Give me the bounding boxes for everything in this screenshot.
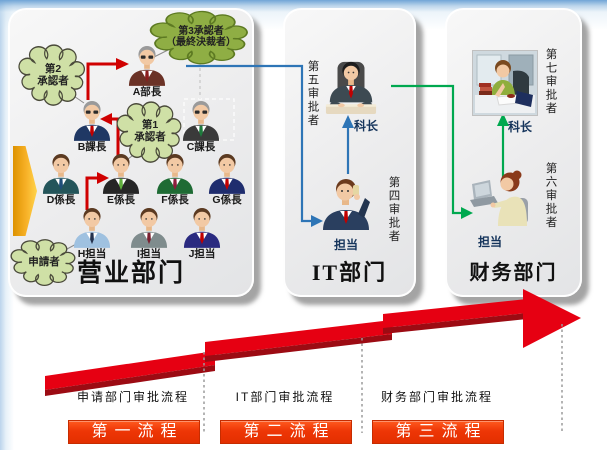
person-icon <box>182 101 220 141</box>
finance-staff-side-label: 第六审批者 <box>544 162 557 230</box>
stage3-caption: 财务部门审批流程 <box>380 390 493 404</box>
stage1-box: 第一流程 <box>68 420 200 444</box>
person-label-b: B課長 <box>77 141 107 153</box>
applicant-cloud-text: 申請者 <box>16 256 72 269</box>
person-label-c: C課長 <box>186 141 216 153</box>
sales-panel-title: 营业部门 <box>76 260 185 287</box>
person-figure-h: H担当 <box>64 206 120 260</box>
manager-at-desk-icon <box>325 61 377 114</box>
person-label-j: J担当 <box>188 248 216 260</box>
finance-manager-figure <box>472 50 538 116</box>
finance-panel-title: 财务部门 <box>469 262 558 284</box>
finance-staff-role-label: 担当 <box>478 235 503 249</box>
woman-at-laptop-icon <box>470 170 528 226</box>
woman-at-desk-photo-icon <box>473 51 537 115</box>
approver2-line1: 第2 <box>44 63 62 75</box>
person-figure-j: J担当 <box>174 206 230 260</box>
it-manager-side-label: 第五审批者 <box>306 60 319 128</box>
finance-staff-figure <box>464 166 534 233</box>
stage1-caption: 申请部门审批流程 <box>76 390 189 404</box>
person-label-h: H担当 <box>77 248 107 260</box>
stage2-caption: IT部门审批流程 <box>235 390 335 404</box>
person-icon <box>156 154 194 194</box>
person-label-d: D係長 <box>46 194 76 206</box>
stage2-box: 第二流程 <box>220 420 352 444</box>
person-label-e: E係長 <box>106 194 135 206</box>
person-label-i: I担当 <box>137 248 161 260</box>
stage-separator-lines <box>203 324 563 433</box>
person-icon <box>73 101 111 141</box>
approver1-cloud-text: 第1 承認者 <box>122 119 178 143</box>
person-icon <box>42 154 80 194</box>
approver3-line2: （最終決裁者） <box>166 37 236 48</box>
applicant-line1: 申請者 <box>28 256 60 268</box>
it-manager-role-label: 科长 <box>354 119 379 133</box>
it-staff-side-label: 第四审批者 <box>387 176 400 244</box>
approver2-cloud-text: 第2 承認者 <box>24 63 82 87</box>
person-icon <box>102 154 140 194</box>
person-figure-e: E係長 <box>93 152 149 206</box>
it-staff-figure <box>320 174 372 235</box>
person-figure-i: I担当 <box>121 206 177 260</box>
it-panel-title: IT部门 <box>311 260 388 285</box>
person-figure-d: D係長 <box>33 152 89 206</box>
it-department-panel: IT部门 <box>283 8 416 297</box>
man-on-phone-icon <box>323 179 370 230</box>
person-icon <box>208 154 246 194</box>
person-figure-f: F係長 <box>147 152 203 206</box>
person-figure-b: B課長 <box>64 99 120 153</box>
person-figure-g: G係長 <box>199 152 255 206</box>
person-icon <box>73 208 111 248</box>
finance-manager-role-label: 科长 <box>508 120 533 134</box>
stage3-box: 第三流程 <box>372 420 504 444</box>
it-manager-figure <box>324 58 378 121</box>
approver3-line1: 第3承認者 <box>178 26 224 37</box>
person-label-f: F係長 <box>161 194 189 206</box>
person-label-a: A部長 <box>132 86 162 98</box>
person-figure-c: C課長 <box>173 99 229 153</box>
approver2-line2: 承認者 <box>37 74 69 87</box>
person-icon <box>183 208 221 248</box>
approver1-line2: 承認者 <box>134 130 166 143</box>
person-label-g: G係長 <box>212 194 242 206</box>
person-figure-a: A部長 <box>119 44 175 98</box>
it-staff-role-label: 担当 <box>334 238 359 252</box>
approver1-line1: 第1 <box>141 119 159 131</box>
finance-manager-side-label: 第七审批者 <box>544 48 557 116</box>
person-icon <box>128 46 166 86</box>
timeline-red-arrow <box>45 289 581 396</box>
approver3-cloud-text: 第3承認者 （最終決裁者） <box>160 26 242 48</box>
person-icon <box>130 208 168 248</box>
